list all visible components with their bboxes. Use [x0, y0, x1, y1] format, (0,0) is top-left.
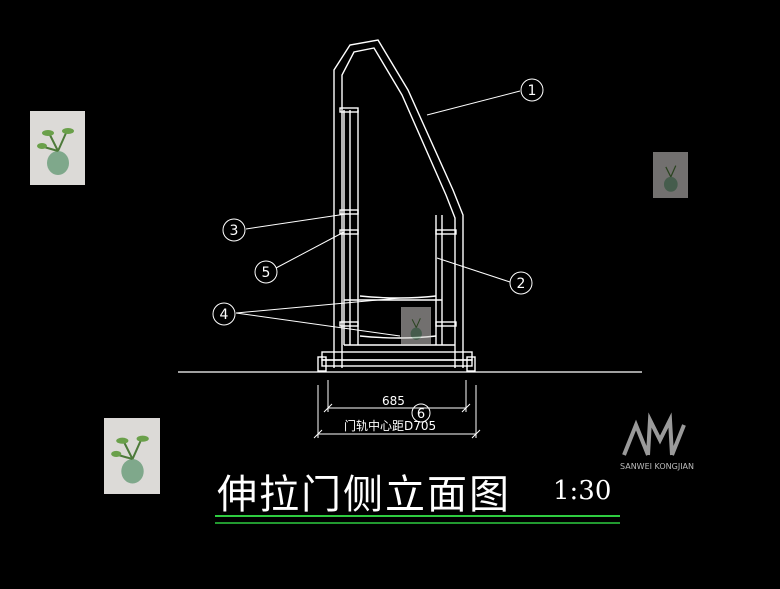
plant-vase-icon	[653, 152, 688, 198]
plant-thumbnail-image	[104, 418, 160, 494]
dimension-685: 685	[382, 394, 405, 408]
watermark-logo	[622, 412, 686, 456]
callout-2: 2	[517, 276, 526, 292]
watermark-brand-text: SANWEI KONGJIAN	[620, 462, 695, 471]
drawing-title: 伸拉门侧立面图	[217, 472, 511, 518]
dimension-note: 门轨中心距D705	[344, 418, 436, 433]
plant-thumbnail-image	[30, 111, 85, 185]
gate-frame	[317, 39, 476, 372]
callout-1: 1	[528, 83, 537, 99]
plant-vase-icon	[30, 111, 85, 185]
callout-6: 6	[417, 407, 425, 422]
callouts	[212, 78, 544, 423]
callout-3: 3	[230, 223, 239, 239]
plant-vase-icon	[401, 307, 431, 345]
callout-5: 5	[262, 265, 271, 281]
plant-thumbnail-image	[401, 307, 431, 345]
callout-4: 4	[220, 307, 229, 323]
dimension-lines	[313, 380, 481, 439]
drawing-scale: 1:30	[553, 476, 612, 506]
plant-vase-icon	[104, 418, 160, 494]
plant-thumbnail-image	[653, 152, 688, 198]
